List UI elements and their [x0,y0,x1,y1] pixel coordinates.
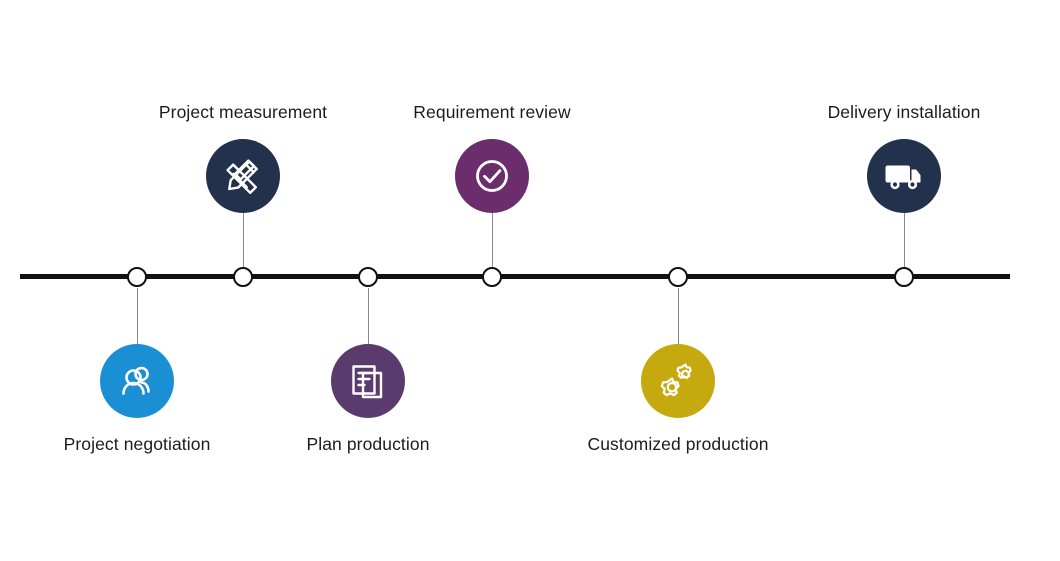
axis-node-marker[interactable] [894,267,914,287]
axis-node-marker[interactable] [482,267,502,287]
step-icon-disc-customized-production[interactable] [641,344,715,418]
axis-node-marker[interactable] [127,267,147,287]
delivery-truck-icon [881,153,927,199]
connector-stem [678,288,679,344]
step-label-project-measurement: Project measurement [158,102,328,122]
gears-icon [655,358,701,404]
step-label-delivery-installation: Delivery installation [827,102,981,122]
connector-stem [243,213,244,268]
step-label-customized-production: Customized production [587,434,769,454]
step-icon-disc-project-negotiation[interactable] [100,344,174,418]
axis-node-marker[interactable] [668,267,688,287]
timeline-axis [20,274,1010,279]
axis-node-marker[interactable] [233,267,253,287]
step-label-project-negotiation: Project negotiation [63,434,211,454]
step-icon-disc-project-measurement[interactable] [206,139,280,213]
step-icon-disc-plan-production[interactable] [331,344,405,418]
connector-stem [904,213,905,268]
connector-stem [492,213,493,268]
step-label-plan-production: Plan production [306,434,430,454]
documents-stack-icon [346,359,390,403]
axis-node-marker[interactable] [358,267,378,287]
step-label-requirement-review: Requirement review [413,102,571,122]
connector-stem [368,288,369,344]
check-circle-icon [470,154,514,198]
step-icon-disc-delivery-installation[interactable] [867,139,941,213]
pencil-ruler-icon [221,154,265,198]
connector-stem [137,288,138,344]
step-icon-disc-requirement-review[interactable] [455,139,529,213]
users-group-icon [115,359,159,403]
